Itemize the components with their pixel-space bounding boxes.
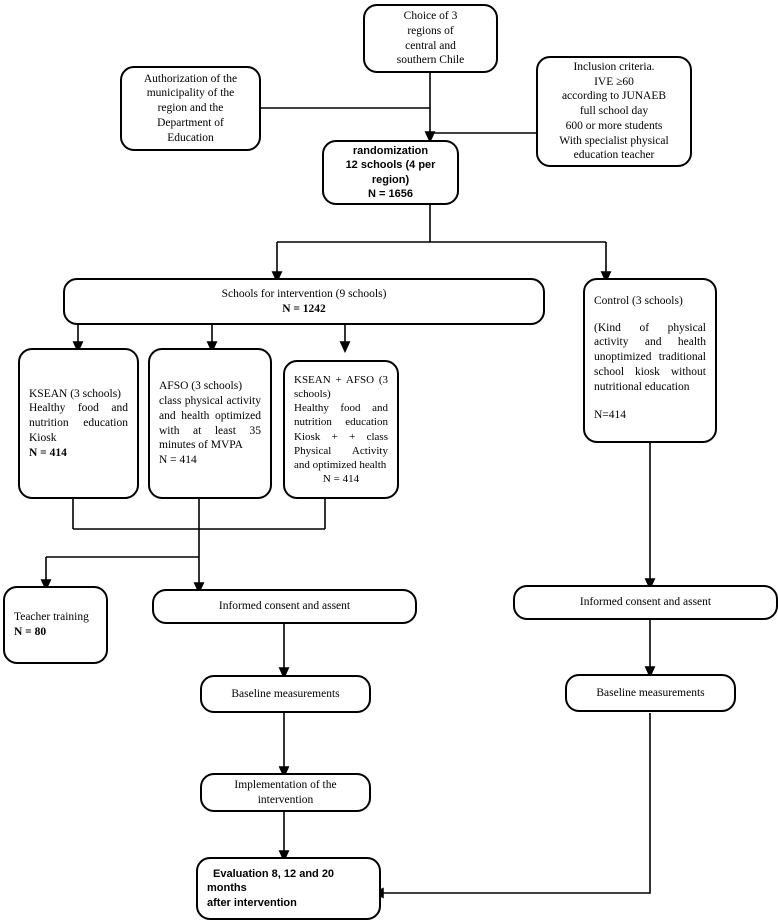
node-evaluation[interactable]: Evaluation 8, 12 and 20 months after int…	[196, 857, 381, 920]
node-randomization[interactable]: randomization 12 schools (4 per region) …	[322, 140, 459, 205]
randomization-line-1: randomization	[352, 145, 429, 158]
inclusion-line-5: 600 or more students	[565, 119, 663, 132]
authorization-line-1: Authorization of the	[143, 72, 238, 85]
ksean-afso-count: N = 414	[322, 472, 360, 485]
choice-line-4: southern Chile	[396, 54, 465, 67]
inclusion-line-3: according to JUNAEB	[561, 90, 667, 103]
schools-intervention-count: N = 1242	[282, 302, 326, 315]
ksean-heading: KSEAN (3 schools)	[29, 387, 121, 400]
schools-intervention-title: Schools for intervention (9 schools)	[221, 287, 387, 300]
baseline-left-label: Baseline measurements	[231, 687, 340, 700]
authorization-line-4: Department of	[157, 116, 224, 129]
inclusion-line-4: full school day	[579, 105, 649, 118]
baseline-right-label: Baseline measurements	[596, 686, 705, 699]
node-inclusion-criteria[interactable]: Inclusion criteria. IVE ≥60 according to…	[536, 56, 692, 167]
choice-line-2: regions of	[407, 24, 454, 37]
authorization-line-5: Education	[167, 131, 214, 144]
node-arm-ksean-afso[interactable]: KSEAN + AFSO (3 schools) Healthy food an…	[283, 360, 399, 499]
inclusion-line-7: education teacher	[573, 149, 655, 162]
node-choice-of-regions[interactable]: Choice of 3 regions of central and south…	[363, 4, 498, 73]
node-baseline-left[interactable]: Baseline measurements	[200, 675, 371, 713]
randomization-line-3: region)	[371, 173, 410, 186]
control-count: N=414	[594, 409, 627, 422]
control-body: (Kind of physical activity and health un…	[594, 321, 706, 393]
informed-consent-left-label: Informed consent and assent	[218, 600, 351, 613]
evaluation-line-2: after intervention	[207, 896, 297, 909]
node-control[interactable]: Control (3 schools) (Kind of physical ac…	[583, 278, 717, 443]
control-heading: Control (3 schools)	[594, 295, 683, 307]
informed-consent-right-label: Informed consent and assent	[579, 596, 712, 609]
inclusion-line-2: IVE ≥60	[594, 75, 634, 88]
node-implementation[interactable]: Implementation of the intervention	[200, 773, 371, 812]
teacher-training-heading: Teacher training	[14, 611, 89, 624]
implementation-line-2: intervention	[257, 793, 314, 806]
choice-line-3: central and	[405, 39, 456, 52]
node-baseline-right[interactable]: Baseline measurements	[565, 674, 736, 712]
inclusion-line-6: With specialist physical	[559, 134, 669, 147]
node-informed-consent-right[interactable]: Informed consent and assent	[513, 585, 778, 620]
randomization-line-2: 12 schools (4 per	[345, 159, 436, 172]
node-informed-consent-left[interactable]: Informed consent and assent	[152, 589, 417, 624]
node-teacher-training[interactable]: Teacher training N = 80	[3, 586, 108, 664]
node-arm-afso[interactable]: AFSO (3 schools) class physical activity…	[148, 348, 272, 499]
ksean-afso-body: Healthy food and nutrition education Kio…	[294, 402, 388, 471]
node-schools-for-intervention[interactable]: Schools for intervention (9 schools) N =…	[63, 278, 545, 325]
ksean-afso-heading: KSEAN + AFSO (3 schools)	[294, 374, 388, 401]
authorization-line-3: region and the	[157, 102, 224, 115]
ksean-body: Healthy food and nutrition education Kio…	[29, 402, 128, 444]
randomization-line-4: N = 1656	[368, 187, 413, 200]
afso-body: class physical activity and health optim…	[159, 395, 261, 452]
edge-baseline-right-to-evaluation	[371, 713, 651, 899]
afso-count: N = 414	[159, 453, 197, 466]
authorization-line-2: municipality of the	[146, 87, 235, 100]
afso-heading: AFSO (3 schools)	[159, 380, 243, 393]
node-arm-ksean[interactable]: KSEAN (3 schools) Healthy food and nutri…	[18, 348, 139, 499]
inclusion-line-1: Inclusion criteria.	[573, 60, 655, 73]
implementation-line-1: Implementation of the	[234, 778, 337, 791]
ksean-count: N = 414	[29, 446, 67, 459]
evaluation-line-1: Evaluation 8, 12 and 20 months	[207, 868, 335, 895]
node-authorization[interactable]: Authorization of the municipality of the…	[120, 66, 261, 151]
choice-line-1: Choice of 3	[403, 10, 458, 23]
teacher-training-count: N = 80	[14, 626, 47, 638]
